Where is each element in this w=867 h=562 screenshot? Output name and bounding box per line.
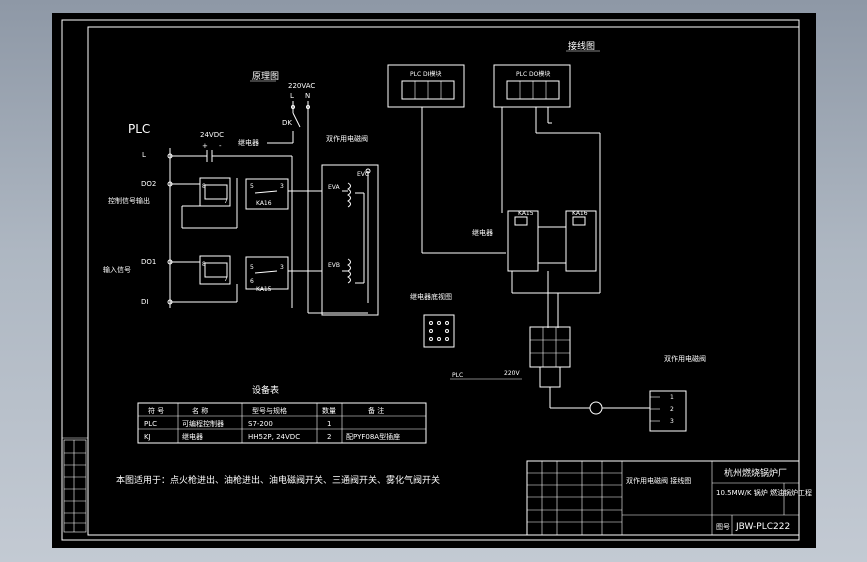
table-cell: KJ — [144, 433, 151, 441]
table-cell: PLC — [144, 420, 157, 428]
svg-text:N: N — [305, 92, 310, 100]
company-name: 杭州燃烧锅炉厂 — [724, 467, 787, 479]
table-cell: HH52P, 24VDC — [248, 433, 300, 441]
drawing-number: JBW-PLC222 — [735, 522, 790, 532]
svg-text:名 称: 名 称 — [192, 406, 208, 415]
drawing-sheet: 原理图 PLC 220VAC L N DK 24VDC + - 继电器 双作用电… — [52, 13, 816, 548]
wiring-lines: KA15 KA16 1 2 3 PLC 220V — [421, 107, 687, 432]
svg-text:3: 3 — [280, 264, 284, 271]
plc-di-module: PLC DI模块 — [387, 64, 465, 108]
title-block: 双作用电磁阀 接线图 杭州燃烧锅炉厂 10.5MW/K 锅炉 燃油锅炉工程 图号… — [526, 460, 812, 536]
schematic-wiring: 8 7 5 3 KA16 8 7 5 3 6 KA15 EVA EVB EVC — [167, 101, 379, 316]
equipment-table-title: 设备表 — [252, 384, 279, 396]
svg-text:5: 5 — [250, 183, 254, 190]
ac-voltage-label: 220VAC — [288, 82, 315, 90]
svg-text:PLC DO模块: PLC DO模块 — [516, 70, 550, 78]
relay-base-icon — [423, 314, 455, 348]
table-cell: 配PYF08A型插座 — [346, 432, 400, 441]
breaker-label: DK — [282, 119, 292, 127]
svg-text:6: 6 — [250, 278, 254, 285]
margin-stamps — [63, 439, 87, 533]
svg-text:数量: 数量 — [322, 406, 336, 415]
svg-text:EVB: EVB — [328, 262, 340, 269]
svg-text:KA15: KA15 — [256, 286, 272, 293]
pin-di: DI — [141, 298, 148, 306]
svg-text:3: 3 — [280, 183, 284, 190]
schematic-title: 原理图 — [252, 71, 279, 82]
svg-text:8: 8 — [202, 183, 206, 190]
relay-label-top: 继电器 — [238, 138, 259, 147]
relay-wiring-label: 继电器 — [472, 228, 493, 237]
dc-voltage-label: 24VDC — [200, 131, 224, 139]
project-name: 10.5MW/K 锅炉 燃油锅炉工程 — [716, 488, 812, 497]
application-note: 本图适用于：点火枪进出、油枪进出、油电磁阀开关、三通阀开关、雾化气阀开关 — [116, 474, 440, 486]
svg-text:1: 1 — [670, 394, 674, 401]
plc-label: PLC — [128, 122, 150, 136]
plc-do-module: PLC DO模块 — [493, 64, 571, 108]
dual-valve-label-top: 双作用电磁阀 — [326, 134, 368, 143]
svg-text:PLC DI模块: PLC DI模块 — [410, 70, 441, 78]
drawing-name: 双作用电磁阀 接线图 — [626, 476, 691, 485]
svg-text:2: 2 — [670, 406, 674, 413]
relay-base-title: 继电器底视图 — [410, 292, 452, 301]
svg-text:7: 7 — [224, 276, 228, 283]
control-signal-label: 控制信号输出 — [108, 196, 150, 205]
table-cell: 继电器 — [182, 432, 203, 441]
outer-frame — [61, 19, 800, 541]
table-cell: 可编程控制器 — [182, 419, 224, 428]
svg-text:符 号: 符 号 — [148, 406, 164, 415]
svg-text:5: 5 — [250, 264, 254, 271]
svg-text:PLC: PLC — [452, 372, 463, 379]
svg-text:KA16: KA16 — [572, 210, 588, 217]
wiring-title: 接线图 — [568, 40, 595, 52]
pin-l: L — [142, 151, 146, 159]
table-cell: S7-200 — [248, 420, 273, 428]
svg-text:图号: 图号 — [716, 523, 730, 531]
table-cell: 1 — [327, 420, 331, 428]
pin-do1: DO1 — [141, 258, 156, 266]
svg-text:型号与规格: 型号与规格 — [252, 406, 287, 415]
svg-text:KA16: KA16 — [256, 200, 272, 207]
svg-text:3: 3 — [670, 418, 674, 425]
pin-do2: DO2 — [141, 180, 156, 188]
svg-text:备 注: 备 注 — [368, 406, 384, 415]
svg-text:8: 8 — [202, 261, 206, 268]
inner-frame — [87, 26, 800, 536]
svg-text:220V: 220V — [504, 370, 520, 377]
svg-text:-: - — [219, 142, 222, 150]
svg-text:7: 7 — [224, 198, 228, 205]
svg-text:KA15: KA15 — [518, 210, 534, 217]
input-signal-label: 输入信号 — [103, 265, 131, 274]
table-cell: 2 — [327, 433, 331, 441]
schematic-drawing: 原理图 PLC 220VAC L N DK 24VDC + - 继电器 双作用电… — [61, 19, 812, 541]
equipment-table: 符 号 名 称 型号与规格 数量 备 注 PLC 可编程控制器 S7-200 1… — [137, 402, 427, 444]
svg-text:EVC: EVC — [357, 171, 369, 178]
svg-text:L: L — [290, 92, 294, 100]
dual-valve-label-bottom: 双作用电磁阀 — [664, 354, 706, 363]
svg-text:+: + — [202, 142, 208, 150]
svg-text:EVA: EVA — [328, 184, 341, 191]
